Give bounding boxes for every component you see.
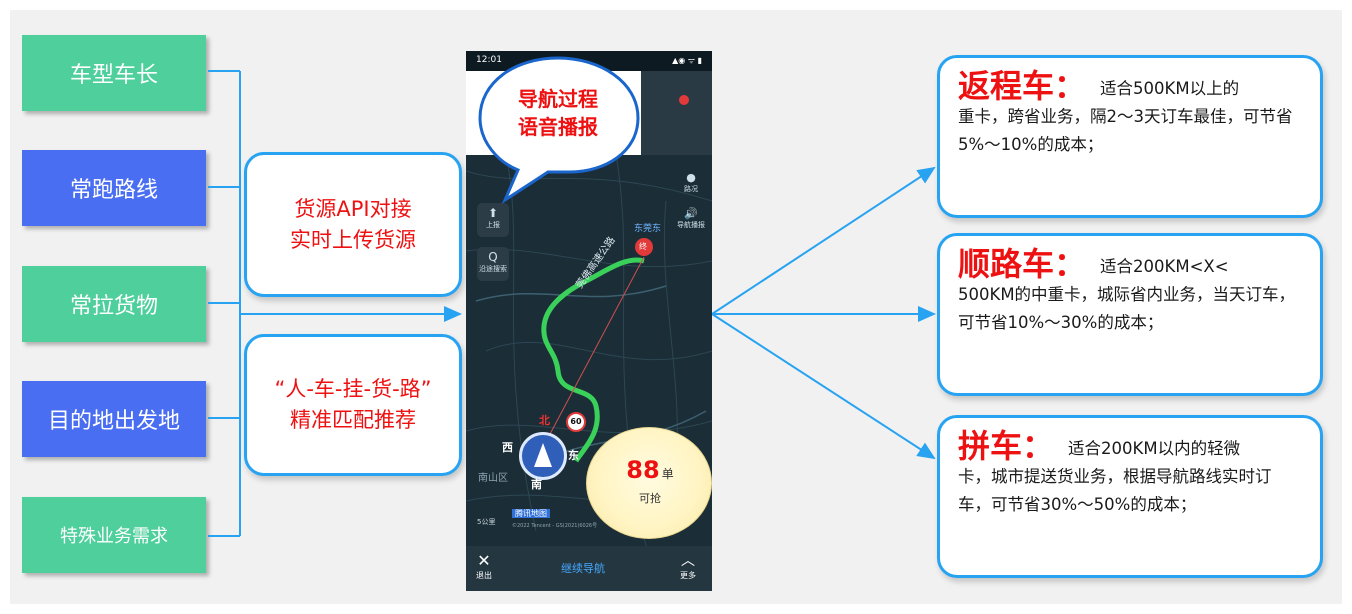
voice-broadcast-label: 导航播报 — [677, 221, 705, 229]
more-label: 更多 — [680, 571, 696, 580]
scale-bar: 5公里 — [477, 517, 495, 527]
close-icon: ✕ — [477, 551, 491, 570]
traffic-icon: ● — [686, 171, 696, 184]
status-bar: 12:01 ▲◉ ᯤ ▮ — [466, 51, 712, 71]
chevron-up-icon: ︿ — [681, 553, 695, 569]
south-label: 南 — [531, 478, 542, 491]
bubble-text: 导航过程 语音播报 — [480, 85, 636, 141]
box-along-truck: 顺路车： 适合200KM<X< 500KM的中重卡，城际省内业务，当天订车，可节省… — [937, 233, 1323, 396]
box-source-api: 货源API对接实时上传货源 — [244, 152, 462, 297]
map-copyright: ©2022 Tencent - GS(2021)6026号 — [512, 523, 598, 529]
box-vehicle-type: 车型车长 — [22, 35, 206, 111]
tencent-map-logo: 腾讯地图 — [512, 508, 550, 519]
direct-line — [540, 256, 645, 452]
search-icon: Q — [488, 250, 498, 264]
carpool-text1: 适合200KM以内的轻微 — [1068, 439, 1241, 458]
exit-label: 退出 — [476, 571, 492, 580]
match-line2: 精准匹配推荐 — [289, 408, 416, 432]
source-api-line2: 实时上传货源 — [290, 227, 416, 252]
box-carpool: 拼车： 适合200KM以内的轻微 卡，城市提送货业务，根据导航路线实时订车，可节省… — [937, 415, 1323, 578]
along-truck-text2: 500KM的中重卡，城际省内业务，当天订车，可节省10%～30%的成本； — [958, 285, 1296, 332]
nav-top-right-strip — [641, 71, 712, 155]
along-truck-title: 顺路车： — [958, 245, 1087, 283]
box-regular-route: 常跑路线 — [22, 150, 206, 226]
navigation-arrow-icon — [534, 443, 552, 467]
bubble-line2: 语音播报 — [518, 115, 598, 139]
east-label: 东 — [568, 449, 579, 462]
voice-broadcast-button[interactable]: 🔊 导航播报 — [674, 207, 708, 230]
map-label-dongguan: 东莞东 — [634, 224, 662, 234]
nav-bottom-bar: ✕ 退出 继续导航 ︿ 更多 — [466, 546, 712, 591]
route-line — [541, 257, 645, 463]
report-button[interactable]: ⬆ 上报 — [477, 203, 509, 237]
exit-button[interactable]: ✕ 退出 — [476, 552, 492, 581]
order-available-label: 可抢 — [639, 492, 661, 505]
report-label: 上报 — [486, 221, 500, 229]
box-destination-origin: 目的地出发地 — [22, 381, 206, 457]
upload-icon: ⬆ — [487, 206, 499, 220]
box-special-needs: 特殊业务需求 — [22, 497, 206, 573]
return-truck-text1: 适合500KM以上的 — [1100, 79, 1240, 98]
district-label: 南山区 — [478, 473, 508, 484]
order-count: 88 — [626, 456, 660, 484]
return-truck-title: 返程车： — [958, 67, 1087, 105]
along-truck-text1: 适合200KM<X< — [1100, 257, 1229, 276]
status-icons: ▲◉ ᯤ ▮ — [672, 56, 702, 65]
box-label: 常跑路线 — [69, 178, 158, 203]
box-return-truck: 返程车： 适合500KM以上的 重卡，跨省业务，隔2～3天订车最佳，可节省5%～1… — [937, 55, 1323, 218]
search-along-label: 沿途搜索 — [479, 265, 507, 273]
source-api-line1: 货源API对接 — [294, 196, 412, 221]
traffic-button[interactable]: ● 路况 — [674, 171, 708, 194]
traffic-label: 路况 — [684, 185, 698, 193]
box-regular-cargo: 常拉货物 — [22, 266, 206, 342]
bubble-line1: 导航过程 — [518, 87, 598, 111]
status-time: 12:01 — [476, 55, 502, 65]
order-unit: 单 — [661, 467, 674, 481]
arrow-carpool — [711, 313, 936, 460]
box-precise-match: “人-车-挂-货-路” 精准匹配推荐 — [244, 334, 462, 476]
record-dot-icon — [679, 95, 689, 105]
return-truck-text2: 重卡，跨省业务，隔2～3天订车最佳，可节省5%～10%的成本； — [958, 107, 1293, 154]
carpool-title: 拼车： — [958, 427, 1055, 465]
box-label: 车型车长 — [69, 63, 158, 88]
west-label: 西 — [502, 441, 513, 454]
box-label: 目的地出发地 — [47, 409, 180, 434]
carpool-text2: 卡，城市提送货业务，根据导航路线实时订车，可节省30%～50%的成本； — [958, 467, 1272, 514]
north-label: 北 — [539, 414, 550, 427]
scale-label: 5公里 — [477, 518, 496, 526]
compass — [519, 432, 567, 480]
search-along-button[interactable]: Q 沿途搜索 — [477, 247, 509, 281]
end-marker — [635, 238, 653, 256]
box-label: 特殊业务需求 — [60, 526, 168, 547]
arrow-return-truck — [711, 166, 936, 315]
more-button[interactable]: ︿ 更多 — [680, 552, 696, 581]
end-label: 终 — [639, 242, 647, 251]
speaker-icon: 🔊 — [684, 207, 698, 220]
tencent-logo-text: 腾讯地图 — [512, 509, 550, 518]
continue-navigation-button[interactable]: 继续导航 — [561, 562, 605, 575]
match-line1: “人-车-挂-货-路” — [274, 377, 432, 401]
box-label: 常拉货物 — [69, 294, 158, 319]
speed-limit-badge: 60 — [566, 412, 586, 432]
